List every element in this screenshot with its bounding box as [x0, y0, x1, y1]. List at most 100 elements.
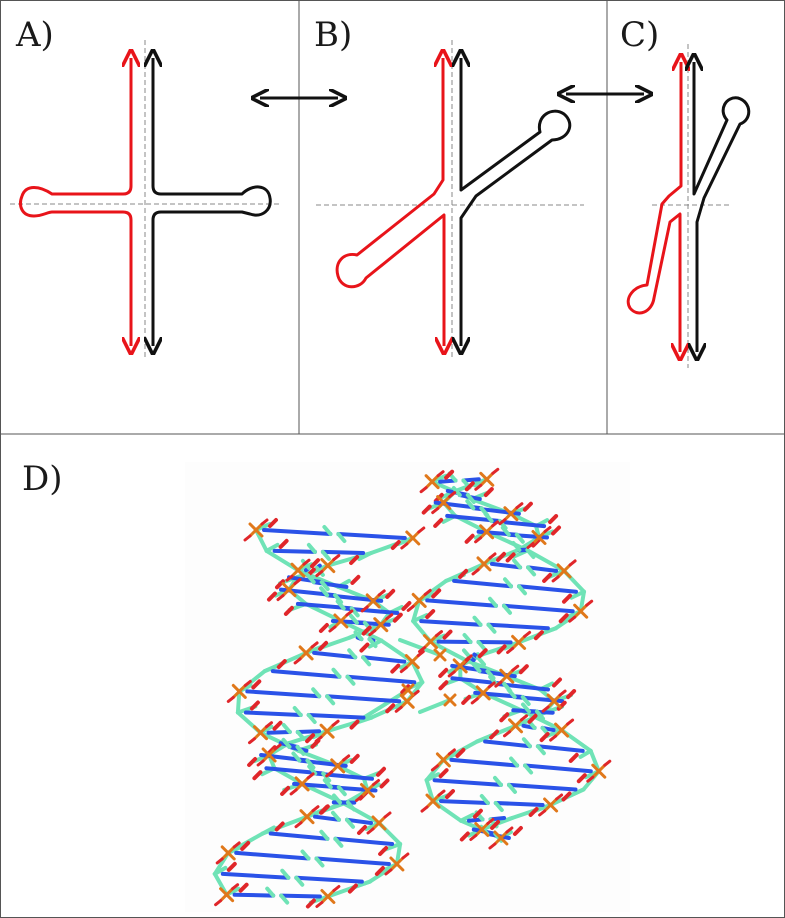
oxygen-bond — [568, 615, 577, 623]
carbonyl-bond — [390, 540, 401, 550]
phosphate-bond — [373, 617, 389, 633]
phosphate-bond — [401, 683, 415, 697]
base-ring-bond — [465, 493, 476, 504]
base-ring-bond — [294, 875, 305, 887]
carbonyl-bond — [438, 680, 449, 691]
oxygen-bond — [394, 705, 403, 713]
phosphate-bond — [493, 830, 509, 846]
phosphate-bond — [360, 783, 375, 798]
base-ring-bond — [451, 486, 462, 497]
crossover-bond — [398, 638, 442, 657]
base-ring-bond — [332, 793, 342, 805]
phosphate-bond — [443, 693, 457, 707]
base-bond — [438, 478, 458, 484]
oxygen-bond — [328, 625, 337, 633]
carbonyl-bond — [401, 601, 412, 611]
oxygen-bond — [551, 575, 560, 583]
oxygen-bond — [448, 491, 457, 499]
phosphate-bond — [220, 845, 236, 861]
phosphate-bond — [423, 634, 438, 650]
base-bond — [220, 871, 291, 880]
base-ring-bond — [280, 868, 291, 880]
oxygen-bond — [420, 805, 429, 813]
carbonyl-bond — [496, 551, 506, 562]
phosphate-bond — [554, 722, 570, 738]
carbonyl-bond — [349, 555, 360, 565]
phosphate-bond — [531, 530, 547, 545]
oxygen-bond — [260, 518, 269, 526]
backbone-bond — [411, 598, 422, 624]
base-bond — [272, 548, 317, 554]
base-bond — [325, 694, 402, 704]
carbonyl-bond — [275, 579, 285, 590]
panel-c-diagram — [626, 44, 751, 368]
phosphate-bond — [433, 648, 447, 662]
carbonyl-bond — [489, 729, 500, 740]
phosphate-bond — [508, 718, 523, 734]
oxygen-bond — [418, 646, 426, 654]
backbone-bond — [424, 778, 435, 804]
oxygen-bond — [273, 743, 282, 751]
base-ring-bond — [311, 687, 322, 699]
oxygen-bond — [289, 788, 298, 796]
carbonyl-bond — [378, 846, 389, 856]
phosphate-bond — [320, 889, 336, 904]
oxygen-bond — [487, 681, 496, 689]
base-ring-bond — [305, 758, 316, 770]
oxygen-bond — [447, 670, 456, 678]
base-ring-bond — [322, 778, 333, 790]
oxygen-bond — [232, 841, 241, 849]
carbonyl-bond — [483, 487, 494, 498]
carbonyl-bond — [464, 533, 475, 544]
base-ring-bond — [521, 702, 531, 714]
base-ring-bond — [476, 640, 487, 651]
phosphate-bond — [591, 763, 607, 779]
carbonyl-bond — [385, 703, 396, 714]
base-bond — [523, 763, 593, 774]
base-ring-bond — [506, 688, 517, 699]
base-bond — [439, 799, 490, 805]
carbonyl-bond — [283, 605, 294, 616]
phosphate-bond — [424, 474, 440, 490]
phosphate-bond — [411, 592, 427, 608]
base-ring-bond — [483, 512, 494, 523]
base-bond — [425, 598, 498, 608]
carbonyl-bond — [249, 700, 260, 711]
carbonyl-bond — [268, 518, 278, 528]
base-bond — [486, 622, 550, 631]
base-ring-bond — [526, 565, 537, 577]
carbonyl-bond — [438, 768, 449, 779]
carbonyl-bond — [533, 630, 544, 641]
base-ring-bond — [502, 603, 512, 615]
base-bond — [502, 603, 575, 614]
carbonyl-bond — [318, 640, 329, 651]
phosphate-bond — [330, 758, 346, 774]
base-ring-bond — [331, 810, 341, 822]
base-bond — [245, 689, 322, 699]
oxygen-bond — [526, 542, 535, 549]
base-bond — [333, 836, 395, 846]
base-bond — [232, 892, 276, 898]
carbonyl-bond — [464, 481, 475, 492]
carbonyl-bond — [276, 659, 287, 670]
oxygen-bond — [555, 793, 564, 801]
carbonyl-bond — [251, 679, 262, 690]
base-ring-bond — [367, 637, 378, 649]
base-ring-bond — [319, 586, 330, 598]
carbonyl-bond — [490, 820, 501, 830]
panel-b-guides — [316, 40, 584, 360]
base-bond — [314, 856, 391, 866]
base-ring-bond — [520, 695, 531, 706]
oxygen-bond — [310, 641, 319, 649]
carbonyl-bond — [458, 568, 469, 579]
phosphate-bond — [320, 558, 336, 574]
panel-a-red-strand — [19, 58, 132, 346]
carbonyl-bond — [247, 757, 258, 767]
oxygen-bond — [276, 594, 285, 602]
backbone-bond — [578, 589, 586, 614]
base-ring-bond — [306, 542, 317, 554]
base-ring-bond — [511, 541, 522, 552]
base-bond — [270, 669, 342, 679]
base-bond — [432, 778, 503, 787]
oxygen-bond — [400, 542, 409, 550]
